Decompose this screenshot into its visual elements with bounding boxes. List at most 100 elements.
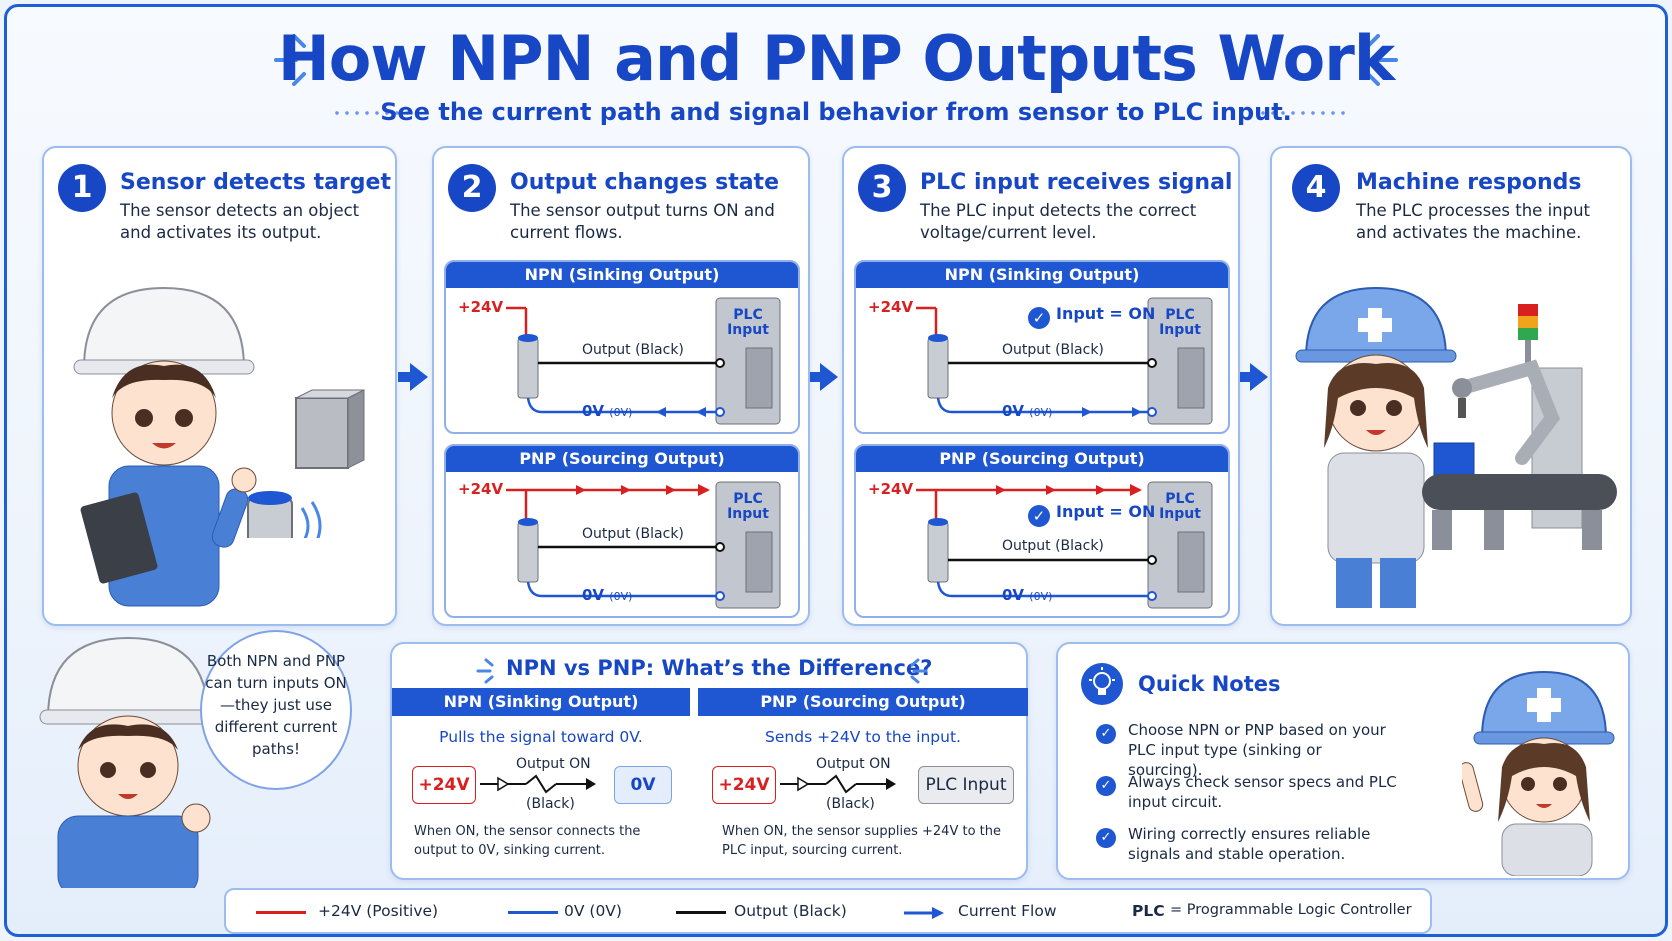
proximity-sensor-icon bbox=[247, 389, 365, 538]
diff-npn-switch-top: Output ON bbox=[516, 756, 591, 772]
step-3-pnp-panel: PNP (Sourcing Output) +24V ✓Input = ON O… bbox=[854, 444, 1230, 618]
pnp-0v-label-2: 0V (0V) bbox=[1002, 586, 1053, 604]
check-icon: ✓ bbox=[1096, 828, 1116, 848]
step-3-title: PLC input receives signal bbox=[920, 170, 1233, 195]
npn-0v-label-2: 0V (0V) bbox=[1002, 402, 1053, 420]
pnp-input-on-badge: ✓Input = ON bbox=[1028, 502, 1155, 527]
step-3-desc: The PLC input detects the correct voltag… bbox=[920, 201, 1197, 242]
legend-black-line bbox=[676, 911, 726, 914]
npn-output-label-2: Output (Black) bbox=[1002, 342, 1104, 358]
legend-bar: +24V (Positive) 0V (0V) Output (Black) C… bbox=[224, 888, 1432, 934]
npn-24v-label: +24V bbox=[458, 298, 504, 316]
npn-circuit-diagram bbox=[506, 297, 781, 425]
diff-pnp-note: When ON, the sensor supplies +24V to the… bbox=[722, 824, 1001, 858]
diff-pnp-switch-top: Output ON bbox=[816, 756, 891, 772]
lightbulb-icon bbox=[1081, 663, 1123, 705]
step-2-desc: The sensor output turns ON and current f… bbox=[510, 201, 775, 242]
quick-note-item: Always check sensor specs and PLC input … bbox=[1128, 773, 1397, 811]
arrow-stem-2 bbox=[808, 372, 820, 382]
pnp-24v-label-2: +24V bbox=[868, 480, 914, 498]
legend-red-label: +24V (Positive) bbox=[318, 902, 439, 920]
difference-card: NPN vs PNP: What’s the Difference? NPN (… bbox=[390, 642, 1028, 880]
diff-npn-head: NPN (Sinking Output) bbox=[392, 688, 690, 716]
robot-arm-machine-illustration bbox=[1422, 304, 1617, 550]
step-2-pnp-panel: PNP (Sourcing Output) +24V Output (Black… bbox=[444, 444, 800, 618]
diff-pnp-switch-icon bbox=[780, 774, 896, 794]
step-1-number: 1 bbox=[58, 164, 106, 212]
diff-npn-0v-box: 0V bbox=[614, 766, 672, 804]
diff-npn-sub: Pulls the signal toward 0V. bbox=[439, 728, 643, 746]
arrow-right-icon-1 bbox=[410, 363, 428, 391]
diff-pnp-24v-box: +24V bbox=[712, 766, 776, 804]
legend-red-line bbox=[256, 911, 306, 914]
pnp-circuit-diagram-2 bbox=[916, 481, 1213, 609]
step-2-card: 2 Output changes state The sensor output… bbox=[432, 146, 810, 626]
step-3-npn-panel: NPN (Sinking Output) +24V ✓Input = ON Ou… bbox=[854, 260, 1230, 434]
step-4-card: 4 Machine responds The PLC processes the… bbox=[1270, 146, 1632, 626]
quick-notes-card: Quick Notes ✓ Choose NPN or PNP based on… bbox=[1056, 642, 1630, 880]
diff-pnp-head: PNP (Sourcing Output) bbox=[698, 688, 1028, 716]
quick-notes-title: Quick Notes bbox=[1138, 672, 1281, 696]
legend-flow-label: Current Flow bbox=[958, 902, 1057, 920]
left-burst-icon bbox=[274, 34, 306, 86]
pnp-output-label: Output (Black) bbox=[582, 526, 684, 542]
diff-pnp-sub: Sends +24V to the input. bbox=[765, 728, 961, 746]
pnp-24v-label: +24V bbox=[458, 480, 504, 498]
legend-blue-line bbox=[508, 911, 558, 914]
diff-pnp-plc-box: PLC Input bbox=[918, 766, 1014, 804]
engineer-4-illustration bbox=[1462, 670, 1615, 876]
legend-black-label: Output (Black) bbox=[734, 902, 847, 920]
npn-circuit-diagram-2 bbox=[916, 297, 1213, 425]
speech-bubble: Both NPN and PNP can turn inputs ON—they… bbox=[200, 630, 352, 790]
arrow-right-icon-3 bbox=[1250, 363, 1268, 391]
arrow-stem-3 bbox=[1238, 372, 1250, 382]
npn-24v-label-2: +24V bbox=[868, 298, 914, 316]
npn-0v-label: 0V (0V) bbox=[582, 402, 633, 420]
check-icon: ✓ bbox=[1028, 307, 1050, 329]
diff-npn-note: When ON, the sensor connects the output … bbox=[414, 824, 641, 858]
pnp-panel-head-2: PNP (Sourcing Output) bbox=[856, 446, 1228, 472]
step-3-card: 3 PLC input receives signal The PLC inpu… bbox=[842, 146, 1240, 626]
diff-left-burst-icon bbox=[476, 658, 494, 684]
step-3-number: 3 bbox=[858, 164, 906, 212]
check-icon: ✓ bbox=[1028, 505, 1050, 527]
right-burst-icon bbox=[1366, 34, 1398, 86]
right-dots bbox=[1258, 110, 1348, 116]
quick-note-item: Choose NPN or PNP based on your PLC inpu… bbox=[1128, 721, 1386, 779]
page-title: How NPN and PNP Outputs Work bbox=[277, 22, 1395, 95]
step-1-title: Sensor detects target bbox=[120, 170, 391, 195]
pnp-output-label-2: Output (Black) bbox=[1002, 538, 1104, 554]
diff-npn-switch-bottom: (Black) bbox=[526, 796, 575, 812]
step-1-card: 1 Sensor detects target The sensor detec… bbox=[42, 146, 397, 626]
left-dots bbox=[332, 110, 422, 116]
npn-panel-head-2: NPN (Sinking Output) bbox=[856, 262, 1228, 288]
page-subtitle: See the current path and signal behavior… bbox=[380, 98, 1292, 126]
step-4-desc: The PLC processes the input and activate… bbox=[1356, 201, 1591, 242]
diff-pnp-switch-bottom: (Black) bbox=[826, 796, 875, 812]
quick-note-item: Wiring correctly ensures reliable signal… bbox=[1128, 825, 1371, 863]
step-4-title: Machine responds bbox=[1356, 170, 1582, 195]
arrow-right-icon-2 bbox=[820, 363, 838, 391]
legend-plc-def: = Programmable Logic Controller bbox=[1170, 902, 1412, 918]
engineer-3-illustration bbox=[39, 636, 217, 888]
legend-arrow-icon bbox=[904, 907, 944, 919]
check-icon: ✓ bbox=[1096, 724, 1116, 744]
check-icon: ✓ bbox=[1096, 776, 1116, 796]
pnp-panel-head: PNP (Sourcing Output) bbox=[446, 446, 798, 472]
npn-output-label: Output (Black) bbox=[582, 342, 684, 358]
step-1-desc: The sensor detects an object and activat… bbox=[120, 201, 360, 242]
step-2-npn-panel: NPN (Sinking Output) +24V Output (Black)… bbox=[444, 260, 800, 434]
difference-title: NPN vs PNP: What’s the Difference? bbox=[506, 656, 933, 680]
pnp-0v-label: 0V (0V) bbox=[582, 586, 633, 604]
npn-panel-head: NPN (Sinking Output) bbox=[446, 262, 798, 288]
pnp-circuit-diagram bbox=[506, 481, 781, 609]
diff-right-burst-icon bbox=[910, 658, 928, 684]
diff-npn-24v-box: +24V bbox=[412, 766, 476, 804]
arrow-stem-1 bbox=[398, 372, 410, 382]
engineer-1-illustration bbox=[73, 286, 257, 607]
step-2-number: 2 bbox=[448, 164, 496, 212]
